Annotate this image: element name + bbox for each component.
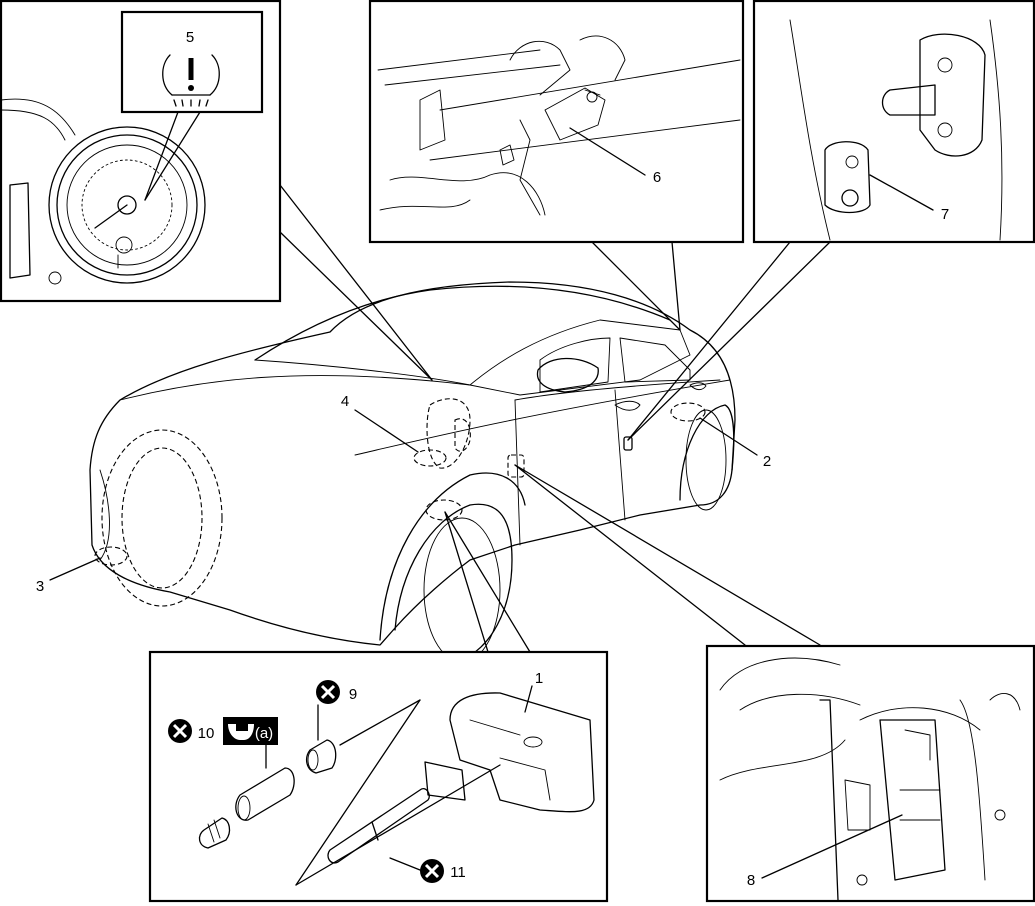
- callout-1: 1: [535, 670, 543, 687]
- callout-5: 5: [186, 29, 194, 46]
- leader-lines: [279, 184, 831, 653]
- callout-6: 6: [653, 169, 661, 186]
- circle-x-icon: [168, 719, 192, 743]
- callout-7: 7: [941, 206, 949, 223]
- wrench-icon: [223, 717, 278, 745]
- callout-4: 4: [341, 393, 349, 410]
- circle-x-icon: [316, 680, 340, 704]
- car-illustration: [89, 281, 736, 663]
- callout-2: 2: [763, 453, 771, 470]
- callout-10: 10: [198, 725, 215, 742]
- receiver-detail-panel: [705, 644, 1035, 903]
- striker-detail-panel: [752, 0, 1035, 244]
- circle-x-icon: [420, 859, 444, 883]
- callout-leaders: [49, 127, 934, 581]
- callout-numbers: 1 2 3 4 5 6 7 8 9 10 11 (a): [36, 29, 949, 889]
- callout-9: 9: [349, 686, 357, 703]
- controller-detail-panel: [368, 0, 745, 244]
- torque-spec-label: (a): [255, 725, 273, 742]
- callout-8: 8: [747, 872, 755, 889]
- sensor-parts-detail-panel: [148, 650, 609, 903]
- tire-pressure-warning-icon: [162, 54, 220, 107]
- callout-3: 3: [36, 578, 44, 595]
- callout-11: 11: [450, 864, 466, 881]
- cluster-detail-panel: [0, 0, 282, 303]
